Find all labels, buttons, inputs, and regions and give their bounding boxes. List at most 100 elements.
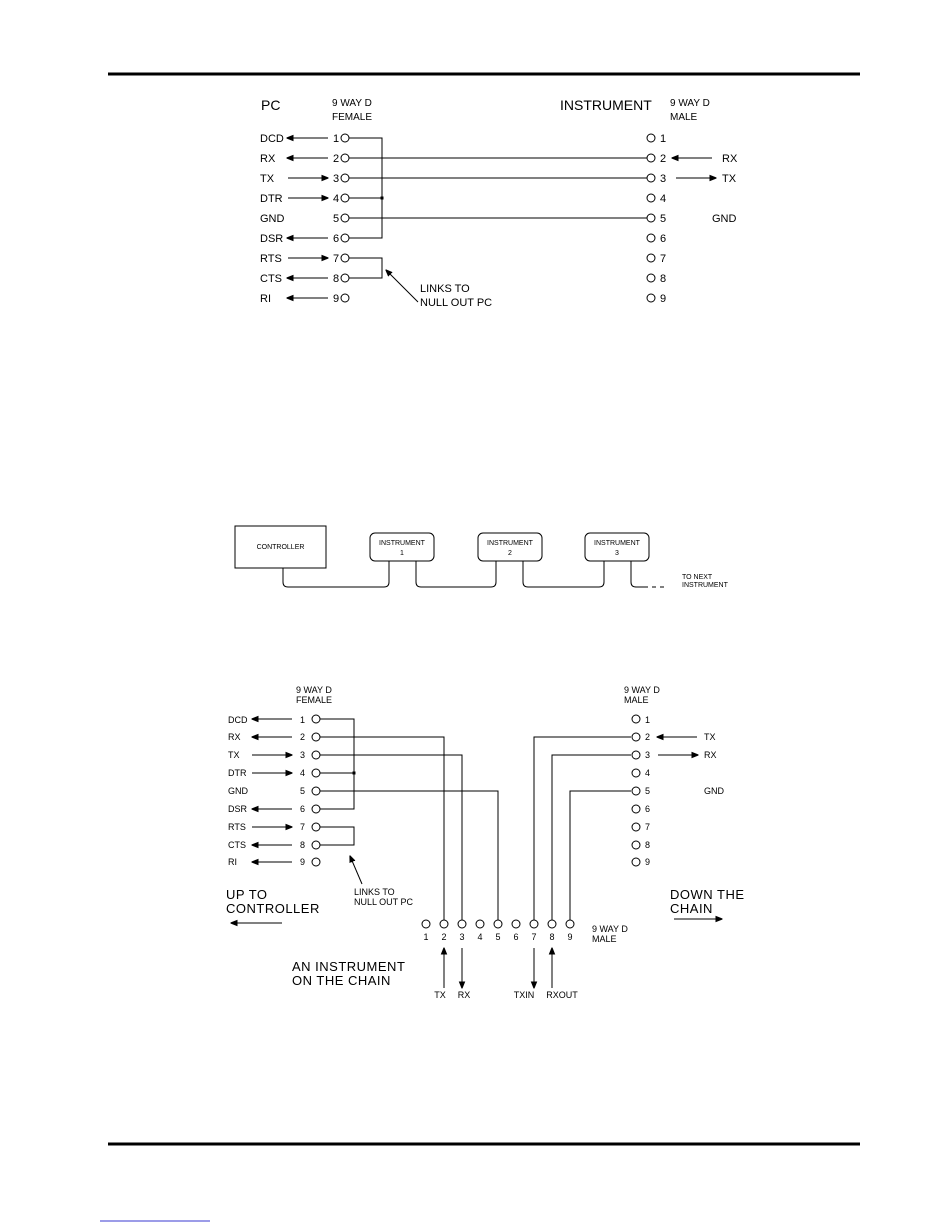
instrument-on-chain-label-2: ON THE CHAIN	[292, 973, 391, 988]
down-the-chain-label-1: DOWN THE	[670, 887, 745, 902]
top-signal-tx: TX	[260, 173, 275, 185]
top-link-rts-cts	[349, 257, 383, 279]
bottom-right-pin-2: 2	[645, 732, 650, 742]
bottom-left-pin-circle-9	[311, 857, 321, 867]
bottom-right-pin-circle-8	[631, 840, 641, 850]
top-right-pin-circle-5	[646, 213, 656, 223]
bottom-signal-rts: RTS	[228, 822, 246, 832]
bottom-female-label-2: FEMALE	[296, 695, 332, 705]
bottom-left-pin-9: 9	[300, 857, 305, 867]
daisy-chain-diagram: CONTROLLER INSTRUMENT 1 INSTRUMENT 2 INS…	[234, 525, 729, 589]
instrument-2-number: 2	[508, 550, 512, 557]
top-left-pin-circle-2	[340, 153, 350, 163]
bottom-right-pin-circle-5	[631, 786, 641, 796]
instrument-1-box	[369, 532, 435, 562]
bottom-left-pin-circle-2	[311, 732, 321, 742]
top-right-pin-circle-9	[646, 293, 656, 303]
bottom-right-pin-circle-4	[631, 768, 641, 778]
chain-connector-pin-circle-4	[475, 919, 485, 929]
top-signal-rts: RTS	[260, 253, 282, 265]
top-links-label-1: LINKS TO	[420, 283, 470, 295]
bottom-links-label-1: LINKS TO	[354, 887, 395, 897]
instrument-connector-label-2: MALE	[670, 112, 698, 123]
controller-box	[234, 525, 327, 569]
bottom-link-dcd-dtr-dsr	[320, 718, 355, 810]
top-left-pin-6: 6	[333, 233, 339, 245]
chain-connector-label-2: MALE	[592, 934, 617, 944]
bottom-left-pin-circle-6	[311, 804, 321, 814]
instrument-title: INSTRUMENT	[560, 97, 652, 113]
top-instrument-tx: TX	[722, 173, 737, 185]
controller-label: CONTROLLER	[257, 544, 305, 551]
bottom-link-dtr-junction	[352, 771, 356, 775]
bottom-right-rx: RX	[704, 750, 717, 760]
bottom-left-pin-6: 6	[300, 804, 305, 814]
top-signal-dsr: DSR	[260, 233, 283, 245]
chain-connector-pin-circle-7	[529, 919, 539, 929]
top-left-pin-1: 1	[333, 133, 339, 145]
chain-connector-pin-2: 2	[441, 932, 446, 942]
chain-connector-pin-circle-6	[511, 919, 521, 929]
chain-connector-pin-9: 9	[567, 932, 572, 942]
bottom-wire-left-gnd	[320, 790, 499, 920]
top-signal-gnd: GND	[260, 213, 285, 225]
bottom-left-pin-circle-5	[311, 786, 321, 796]
bottom-left-pin-circle-4	[311, 768, 321, 778]
top-left-pin-circle-5	[340, 213, 350, 223]
chain-connector-pin-circle-1	[421, 919, 431, 929]
up-to-controller-label-1: UP TO	[226, 887, 268, 902]
chain-connector-label-1: 9 WAY D	[592, 924, 628, 934]
top-left-pin-circle-9	[340, 293, 350, 303]
bottom-right-pin-8: 8	[645, 840, 650, 850]
top-signal-ri: RI	[260, 293, 271, 305]
bottom-right-pin-3: 3	[645, 750, 650, 760]
top-signal-dtr: DTR	[260, 193, 283, 205]
pc-title: PC	[261, 97, 280, 113]
top-right-pin-5: 5	[660, 213, 666, 225]
top-left-pin-3: 3	[333, 173, 339, 185]
instrument-1-number: 1	[400, 550, 404, 557]
instrument-3-box	[584, 532, 650, 562]
top-right-pin-circle-8	[646, 273, 656, 283]
chain-connector-pin-6: 6	[513, 932, 518, 942]
bottom-left-pin-7: 7	[300, 822, 305, 832]
chain-cable-2-3	[522, 561, 605, 588]
top-instrument-gnd: GND	[712, 213, 737, 225]
bottom-wire-right-tx	[533, 736, 631, 920]
bottom-left-pin-3: 3	[300, 750, 305, 760]
bottom-signal-cts: CTS	[228, 840, 246, 850]
instrument-3-label: INSTRUMENT	[594, 540, 641, 547]
down-the-chain-label-2: CHAIN	[670, 901, 713, 916]
chain-connector-pin-5: 5	[495, 932, 500, 942]
chain-connector-pin-circle-3	[457, 919, 467, 929]
pc-connector-label-1: 9 WAY D	[332, 98, 372, 109]
top-links-label-2: NULL OUT PC	[420, 297, 492, 309]
bottom-right-pin-4: 4	[645, 768, 650, 778]
top-left-pin-circle-4	[340, 193, 350, 203]
top-right-pin-4: 4	[660, 193, 666, 205]
bottom-signal-dcd: DCD	[228, 715, 248, 725]
chain-signal-txin: TXIN	[514, 990, 535, 1000]
chain-cable-1-2	[415, 561, 497, 588]
top-left-pin-5: 5	[333, 213, 339, 225]
top-right-pin-6: 6	[660, 233, 666, 245]
instrument-3-number: 3	[615, 550, 619, 557]
up-to-controller-label-2: CONTROLLER	[226, 901, 320, 916]
instrument-on-chain-label-1: AN INSTRUMENT	[292, 959, 405, 974]
bottom-links-pointer	[350, 856, 363, 885]
bottom-signal-gnd: GND	[228, 786, 249, 796]
bottom-link-rts-cts	[320, 826, 355, 846]
bottom-signal-dsr: DSR	[228, 804, 248, 814]
top-left-pin-circle-6	[340, 233, 350, 243]
instrument-1-label: INSTRUMENT	[379, 540, 426, 547]
next-instrument-label-2: INSTRUMENT	[682, 582, 729, 589]
bottom-wire-left-tx	[320, 754, 463, 920]
chain-connector-pin-circle-8	[547, 919, 557, 929]
chain-connector-pin-circle-5	[493, 919, 503, 929]
top-right-pin-2: 2	[660, 153, 666, 165]
bottom-right-pin-6: 6	[645, 804, 650, 814]
bottom-right-tx: TX	[704, 732, 716, 742]
bottom-wire-left-rx	[320, 736, 445, 920]
top-right-pin-9: 9	[660, 293, 666, 305]
